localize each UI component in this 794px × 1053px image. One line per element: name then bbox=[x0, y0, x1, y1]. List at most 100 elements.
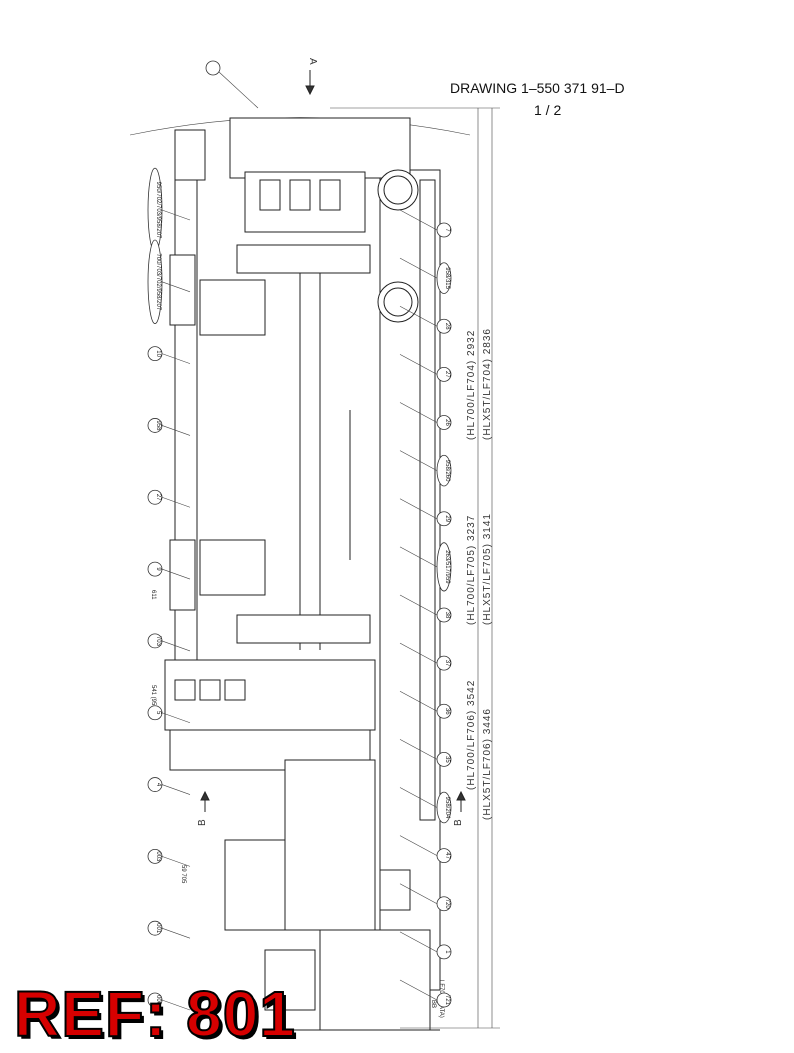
reference-label: REF: 801 bbox=[13, 978, 296, 1050]
dim-right-3: (HLX5T/LF706) 3446 bbox=[482, 708, 493, 820]
top-left-bracket bbox=[174, 129, 206, 181]
callout-7 bbox=[205, 60, 221, 76]
callout-leader bbox=[399, 209, 438, 231]
callout-label: 35 bbox=[444, 756, 450, 763]
drive-housing bbox=[284, 759, 376, 931]
view-arrow-a-head bbox=[305, 85, 315, 96]
callout-leader bbox=[399, 546, 438, 568]
callout-leader bbox=[399, 257, 438, 279]
callout-label: 721 bbox=[444, 995, 450, 1006]
callout-label: 958/204 bbox=[444, 797, 450, 819]
top-assembly bbox=[229, 117, 411, 179]
callout-label: 003 bbox=[155, 851, 161, 862]
view-marker-b-right: B bbox=[453, 818, 464, 826]
callout-leader bbox=[399, 979, 438, 1001]
callout-leader bbox=[161, 856, 191, 867]
dim-right-1: (HLX5T/LF704) 2836 bbox=[482, 328, 493, 440]
callout-leader bbox=[399, 739, 438, 760]
callout-leader bbox=[399, 450, 438, 471]
carriage-slot-2 bbox=[199, 679, 221, 701]
callout-label: 37 bbox=[444, 660, 450, 667]
callout-label: 29 bbox=[444, 515, 450, 522]
callout-label: 958/315 bbox=[444, 267, 450, 289]
drawing-number: DRAWING 1–550 371 91–D bbox=[450, 80, 625, 96]
callout-label: 950/702/703/958/207 bbox=[155, 182, 161, 239]
callout-leader bbox=[161, 496, 191, 508]
top-slot-1 bbox=[259, 179, 281, 211]
side-label-611: 611 bbox=[150, 590, 156, 600]
leader-7 bbox=[218, 71, 259, 109]
callout-leader bbox=[161, 568, 191, 580]
callout-leader bbox=[399, 402, 438, 423]
drawing-header: DRAWING 1–550 371 91–D 1 / 2 bbox=[450, 80, 625, 118]
callout-label: 27 bbox=[444, 371, 450, 378]
callout-label: 1 bbox=[444, 950, 450, 954]
bearing-block-lower bbox=[199, 539, 266, 596]
callout-label: 7 bbox=[444, 228, 450, 232]
callout-label: 263/517/959 bbox=[444, 550, 450, 584]
callout-label: 10 bbox=[155, 350, 161, 357]
upper-gear bbox=[236, 244, 371, 274]
sheet-number: 1 / 2 bbox=[534, 102, 562, 118]
top-slot-3 bbox=[319, 179, 341, 211]
callout-label: 720 bbox=[444, 899, 450, 910]
callout-label: 703 bbox=[155, 636, 161, 647]
view-marker-a: A bbox=[307, 58, 318, 66]
callout-leader bbox=[161, 425, 191, 436]
callout-leader bbox=[399, 354, 438, 375]
callout-label: 958 bbox=[155, 420, 161, 431]
callout-leader bbox=[161, 353, 191, 364]
side-label-541: 541 (959) bbox=[150, 685, 156, 711]
callout-leader bbox=[161, 784, 191, 795]
callout-leader bbox=[399, 835, 438, 856]
callout-leader bbox=[161, 999, 191, 1011]
callouts-left: 950/702/703/958/207 700/703/702/958/207 10… bbox=[147, 167, 191, 1011]
callout-leader bbox=[161, 281, 191, 293]
callout-label: 28 bbox=[444, 323, 450, 330]
callout-leader bbox=[161, 209, 191, 221]
carriage-slot-1 bbox=[174, 679, 196, 701]
bracket-upper bbox=[169, 254, 196, 326]
callout-leader bbox=[161, 927, 191, 939]
callout-label: 001 bbox=[155, 923, 161, 934]
lower-gear bbox=[236, 614, 371, 644]
motor-unit bbox=[224, 839, 286, 931]
callout-label: 47 bbox=[444, 852, 450, 859]
base-mount bbox=[264, 949, 316, 1011]
callout-label: 000 bbox=[155, 995, 161, 1006]
callout-leader bbox=[399, 498, 438, 520]
dim-right-2: (HLX5T/LF705) 3141 bbox=[482, 513, 493, 625]
dim-left-1: (HL700/LF704) 2932 bbox=[466, 330, 477, 440]
lower-roller-inner bbox=[383, 287, 413, 317]
callout-label: 700/703/702/958/207 bbox=[155, 253, 161, 310]
side-label-bb: BB bbox=[430, 1000, 436, 1008]
view-marker-b-left: B bbox=[197, 818, 208, 826]
upper-roller-inner bbox=[383, 175, 413, 205]
side-bracket bbox=[379, 869, 411, 911]
callout-label: 38 bbox=[444, 612, 450, 619]
carriage-slot-3 bbox=[224, 679, 246, 701]
callout-label: 4 bbox=[155, 783, 161, 787]
callout-leader bbox=[399, 787, 438, 808]
base-frame bbox=[319, 929, 431, 1031]
callout-label: 5 bbox=[155, 711, 161, 715]
callout-label: 9 bbox=[155, 567, 161, 571]
callouts-right: 7958/315282726958/26029263/517/959383736… bbox=[399, 209, 452, 1008]
callout-leader bbox=[399, 305, 438, 327]
callout-leader bbox=[399, 931, 438, 953]
callout-leader bbox=[161, 640, 191, 652]
callout-label: 36 bbox=[444, 708, 450, 715]
callout-leader bbox=[399, 642, 438, 664]
view-arrow-b-left-head bbox=[200, 790, 210, 801]
bracket-lower bbox=[169, 539, 196, 611]
bearing-block-upper bbox=[199, 279, 266, 336]
callout-leader bbox=[161, 712, 191, 724]
dim-left-3: (HL700/LF706) 3542 bbox=[466, 680, 477, 790]
top-slot-2 bbox=[289, 179, 311, 211]
dim-left-2: (HL700/LF705) 3237 bbox=[466, 515, 477, 625]
side-label-59: 59 705 bbox=[180, 865, 186, 884]
callout-leader bbox=[399, 690, 438, 712]
carriage-block bbox=[164, 659, 376, 731]
callout-label: 958/260 bbox=[444, 460, 450, 482]
